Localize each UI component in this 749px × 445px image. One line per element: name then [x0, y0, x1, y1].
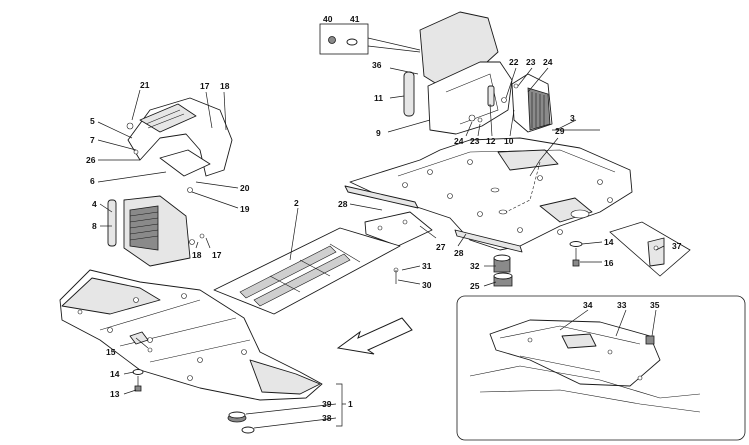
direction-arrow: [336, 317, 413, 355]
rear-wheelhouse: [403, 11, 513, 135]
callout-17-upper: 17: [200, 81, 210, 91]
callout-17-lower: 17: [212, 250, 222, 260]
callout-24-left: 24: [454, 136, 464, 146]
bracket-detail: [609, 221, 691, 277]
callout-18-upper: 18: [220, 81, 230, 91]
callout-20: 20: [240, 183, 250, 193]
callout-36: 36: [372, 60, 382, 70]
front-cover-panel: [159, 149, 211, 177]
rear-flat-undertray: [349, 137, 633, 251]
central-frame-plate: [213, 227, 401, 315]
callout-25: 25: [470, 281, 480, 291]
callout-16: 16: [604, 258, 614, 268]
callout-22: 22: [509, 57, 519, 67]
callout-7: 7: [90, 135, 95, 145]
callout-8: 8: [92, 221, 97, 231]
callout-34: 34: [583, 300, 593, 310]
callout-35: 35: [650, 300, 660, 310]
callout-9: 9: [376, 128, 381, 138]
callout-12: 12: [486, 136, 496, 146]
detail-inset: [456, 295, 746, 441]
callout-28-left: 28: [338, 199, 348, 209]
callout-1: 1: [348, 399, 353, 409]
front-side-vent: [107, 195, 205, 267]
leader-lines: [97, 67, 665, 429]
callout-23-left: 23: [470, 136, 480, 146]
callout-37: 37: [672, 241, 682, 251]
callout-40: 40: [323, 14, 333, 24]
callout-41: 41: [350, 14, 360, 24]
bolt-washer-right: [569, 241, 583, 267]
callout-30: 30: [422, 280, 432, 290]
callout-5: 5: [90, 116, 95, 126]
callout-15: 15: [106, 347, 116, 357]
undertray-access-panel: [497, 149, 559, 171]
callout-3: 3: [570, 113, 575, 123]
front-fasteners: [129, 331, 149, 392]
callout-33: 33: [617, 300, 627, 310]
callout-4: 4: [92, 199, 97, 209]
callout-21: 21: [140, 80, 150, 90]
callout-23-right: 23: [526, 57, 536, 67]
callout-27: 27: [436, 242, 446, 252]
front-wheelhouse: [126, 97, 233, 177]
callout-38: 38: [322, 413, 332, 423]
callout-28-right: 28: [454, 248, 464, 258]
callout-10: 10: [504, 136, 514, 146]
rear-vent-assembly: [468, 73, 553, 133]
callout-14-front: 14: [110, 369, 120, 379]
plugs: [227, 411, 255, 434]
callout-11: 11: [374, 93, 383, 103]
callout-19: 19: [240, 204, 250, 214]
callout-18-lower: 18: [192, 250, 202, 260]
callout-29: 29: [555, 126, 565, 136]
callout-24-right: 24: [543, 57, 553, 67]
callout-39: 39: [322, 399, 332, 409]
callout-2: 2: [294, 198, 299, 208]
callout-31: 31: [422, 261, 432, 271]
center-cover-panel: [364, 211, 433, 247]
callout-13: 13: [110, 389, 120, 399]
side-strips: [344, 185, 523, 253]
callout-26: 26: [86, 155, 96, 165]
callout-32: 32: [470, 261, 480, 271]
callout-14-rear: 14: [604, 237, 614, 247]
callout-6: 6: [90, 176, 95, 186]
rubber-pads: [490, 187, 513, 287]
callout-labels: 1 2 3 4 5 6 7 8 9 10 11 12 13 14 14 15 1…: [86, 14, 682, 423]
front-undertray: [59, 269, 323, 401]
fastener-kit: [319, 23, 421, 55]
